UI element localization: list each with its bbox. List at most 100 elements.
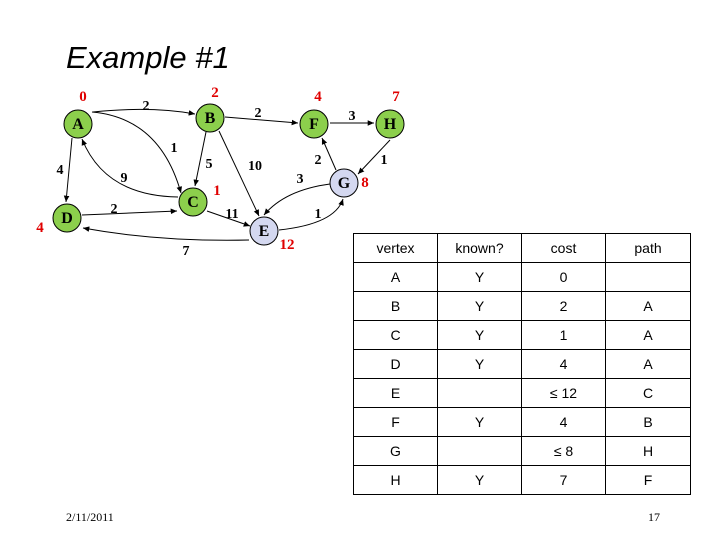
edge-weight-g-e: 3 bbox=[297, 172, 304, 187]
node-label: H bbox=[384, 116, 397, 133]
node-label: B bbox=[205, 110, 216, 127]
edge-a-b bbox=[92, 108, 196, 116]
edge-weight-b-c: 5 bbox=[206, 157, 213, 172]
slide-title: Example #1 bbox=[66, 40, 230, 75]
footer-page-number: 17 bbox=[648, 510, 660, 524]
cell-cost: ≤ 8 bbox=[521, 436, 606, 466]
node-cost-c: 1 bbox=[213, 183, 221, 199]
col-header-path: path bbox=[605, 233, 691, 263]
node-label: A bbox=[72, 116, 84, 133]
node-label: D bbox=[61, 210, 73, 227]
cell-cost: 0 bbox=[521, 262, 606, 292]
node-circle bbox=[195, 103, 225, 133]
footer-date: 2/11/2011 bbox=[66, 510, 114, 524]
cell-path: F bbox=[605, 465, 691, 495]
cell-vertex: A bbox=[353, 262, 438, 292]
cell-known: Y bbox=[437, 465, 522, 495]
edge-weight-a-b: 2 bbox=[143, 99, 150, 114]
edge-weight-e-d: 7 bbox=[183, 244, 190, 259]
table-row: F Y 4 B bbox=[353, 407, 691, 437]
table-row: D Y 4 A bbox=[353, 349, 691, 379]
node-cost-h: 7 bbox=[392, 89, 400, 105]
cell-known: Y bbox=[437, 291, 522, 321]
node-c: C bbox=[178, 187, 208, 217]
edge-weight-c-e: 11 bbox=[225, 207, 238, 222]
cell-cost: 2 bbox=[521, 291, 606, 321]
table-row: H Y 7 F bbox=[353, 465, 691, 495]
edge-weight-d-c: 2 bbox=[111, 202, 118, 217]
edge-b-c bbox=[193, 131, 207, 187]
node-f: F bbox=[299, 109, 329, 139]
node-g: G bbox=[329, 168, 359, 198]
edge-g-e bbox=[263, 183, 331, 216]
edge-e-g bbox=[278, 198, 344, 231]
cell-cost: ≤ 12 bbox=[521, 378, 606, 408]
cell-known: Y bbox=[437, 407, 522, 437]
edge-a-d bbox=[63, 137, 73, 203]
edge-weight-f-h: 3 bbox=[349, 109, 356, 124]
edge-h-g bbox=[357, 139, 391, 175]
table-row: A Y 0 bbox=[353, 262, 691, 292]
edge-d-c bbox=[81, 208, 178, 216]
cell-cost: 4 bbox=[521, 407, 606, 437]
node-e: E bbox=[249, 216, 279, 246]
node-h: H bbox=[375, 109, 405, 139]
col-header-cost: cost bbox=[521, 233, 606, 263]
table-row: C Y 1 A bbox=[353, 320, 691, 350]
cell-known bbox=[437, 436, 522, 466]
cell-vertex: B bbox=[353, 291, 438, 321]
edge-b-f bbox=[224, 116, 299, 126]
cell-path bbox=[605, 262, 691, 292]
edge-b-e bbox=[218, 130, 260, 217]
cell-cost: 7 bbox=[521, 465, 606, 495]
edge-weight-a-d: 4 bbox=[57, 163, 64, 178]
node-cost-e: 12 bbox=[280, 237, 295, 253]
node-d: D bbox=[52, 203, 82, 233]
cell-path: C bbox=[605, 378, 691, 408]
node-label: E bbox=[259, 223, 270, 240]
edge-a-c bbox=[91, 111, 182, 194]
edge-weight-e-g: 1 bbox=[315, 207, 322, 222]
table-row: E ≤ 12 C bbox=[353, 378, 691, 408]
dijkstra-table: vertex known? cost path A Y 0 B Y 2 A C … bbox=[353, 233, 691, 495]
edge-weight-h-g: 1 bbox=[381, 153, 388, 168]
table-header-row: vertex known? cost path bbox=[353, 233, 691, 263]
node-b: B bbox=[195, 103, 225, 133]
cell-path: A bbox=[605, 320, 691, 350]
col-header-known: known? bbox=[437, 233, 522, 263]
cell-path: A bbox=[605, 349, 691, 379]
node-circle bbox=[52, 203, 82, 233]
node-cost-d: 4 bbox=[36, 220, 44, 236]
cell-known: Y bbox=[437, 320, 522, 350]
cell-cost: 1 bbox=[521, 320, 606, 350]
node-label: G bbox=[338, 175, 351, 192]
edge-weight-b-e: 10 bbox=[248, 159, 262, 174]
node-a: A bbox=[63, 109, 93, 139]
node-cost-a: 0 bbox=[79, 89, 87, 105]
cell-known bbox=[437, 378, 522, 408]
cell-vertex: E bbox=[353, 378, 438, 408]
edge-c-a bbox=[81, 138, 179, 198]
node-circle bbox=[178, 187, 208, 217]
node-label: C bbox=[187, 194, 199, 211]
node-cost-g: 8 bbox=[361, 175, 369, 191]
cell-cost: 4 bbox=[521, 349, 606, 379]
edge-e-d bbox=[82, 226, 250, 241]
cell-path: A bbox=[605, 291, 691, 321]
node-circle bbox=[249, 216, 279, 246]
cell-vertex: D bbox=[353, 349, 438, 379]
col-header-vertex: vertex bbox=[353, 233, 438, 263]
edge-weight-b-f: 2 bbox=[255, 106, 262, 121]
cell-vertex: C bbox=[353, 320, 438, 350]
node-cost-b: 2 bbox=[211, 85, 219, 101]
node-circle bbox=[299, 109, 329, 139]
cell-path: B bbox=[605, 407, 691, 437]
node-circle bbox=[375, 109, 405, 139]
cell-path: H bbox=[605, 436, 691, 466]
table-row: G ≤ 8 H bbox=[353, 436, 691, 466]
cell-known: Y bbox=[437, 349, 522, 379]
node-cost-f: 4 bbox=[314, 89, 322, 105]
table-row: B Y 2 A bbox=[353, 291, 691, 321]
node-circle bbox=[329, 168, 359, 198]
